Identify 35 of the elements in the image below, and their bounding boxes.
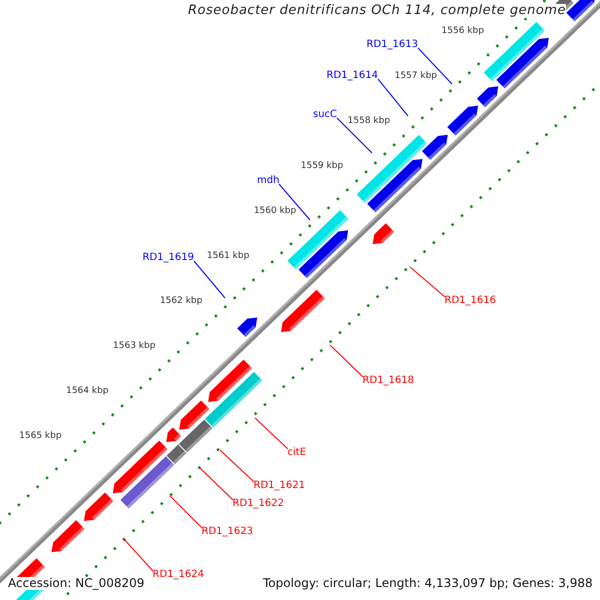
leader-line [194,260,226,298]
tick-label: 1560 kbp [254,206,296,217]
leader-line [418,48,452,84]
tick-label: 1557 kbp [394,72,438,82]
gene-label: RD1_1613 [366,38,418,50]
tick-label: 1565 kbp [19,432,62,442]
leader-line [278,184,310,220]
tick-label: 1556 kbp [442,26,484,37]
footer-text: Topology: circular; Length: 4,133,097 bp; Genes: 3,988 [263,576,593,590]
gene-label: sucC [313,108,338,120]
gene-label: mdh [257,174,280,186]
gene-label: citE [288,446,306,458]
tick-label: 1563 kbp [113,342,156,352]
leader-line [330,344,364,378]
leader-line [410,266,446,298]
gene-label: RD1_1622 [232,498,284,508]
gene-label: RD1_1616 [444,294,496,306]
leader-line [378,78,408,116]
gene-label: RD1_1621 [254,480,305,490]
leader-line [220,450,254,482]
gene-label: RD1_1623 [202,526,253,536]
leader-line [336,118,372,154]
leader-line [200,468,234,500]
leader-line [170,496,202,528]
gene-label: RD1_1618 [362,374,414,386]
gene-label: RD1_1619 [142,252,194,262]
tick-label: 1562 kbp [160,296,202,307]
tick-label: 1559 kbp [300,162,344,172]
gene-label: RD1_1614 [326,70,378,80]
tick-label: 1561 kbp [206,252,250,262]
tick-label: 1558 kbp [348,116,390,127]
gene-label: RD1_1624 [152,568,204,580]
leader-line [254,418,288,450]
leader-line [122,538,154,572]
tick-label: 1564 kbp [66,386,108,397]
